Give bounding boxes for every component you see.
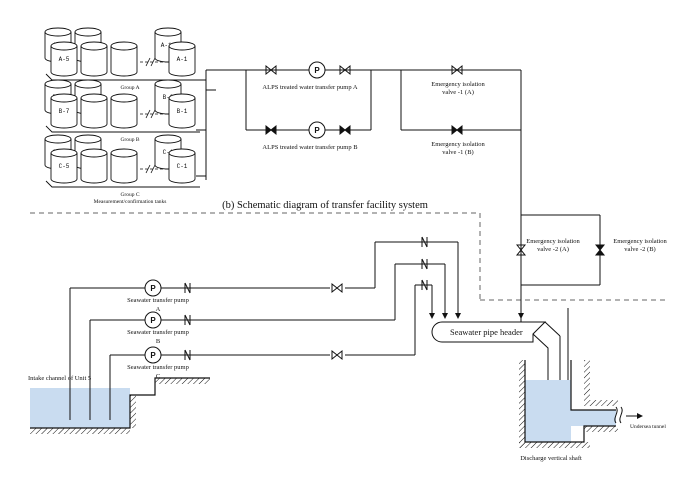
seawater-pump-c-label: Seawater transfer pump [127,364,189,371]
tank-label: B-1 [177,108,188,115]
group-c-label: Group C [120,192,139,198]
iso-valve-1a-icon [451,64,463,76]
seawater-pump-c-letter: C [156,373,160,380]
seawater-pump-b-label: Seawater transfer pump [127,329,189,336]
check-valve-icons [184,236,428,361]
diagram-subtitle: (b) Schematic diagram of transfer facili… [222,200,428,211]
tank: A-1 [168,41,196,77]
valve-open-icon [265,64,351,76]
tank: C-1 [168,148,196,184]
tank-label: B-7 [59,108,70,115]
iso-valve-1b-icon [451,124,463,136]
intake-hatch [30,428,130,434]
tank [110,148,138,184]
svg-text:P: P [150,284,156,293]
intake-label: Intake channel of Unit 5 [28,375,91,382]
svg-text:P: P [150,351,156,360]
tank [110,41,138,77]
valve-closed-icon [265,124,351,136]
seawater-pump-a-label: Seawater transfer pump [127,297,189,304]
tank: B-7 [50,93,78,129]
seawater-pump-c: P [144,346,162,364]
header-label: Seawater pipe header [450,327,523,337]
tank-outlet-piping [196,69,246,180]
tank-label: C-1 [163,149,174,156]
tank-label: A-1 [177,56,188,63]
tank [80,41,108,77]
tanks-caption: Measurement/confirmation tanks [94,198,167,205]
svg-text:P: P [314,126,320,135]
intake-water [30,388,130,428]
tunnel-break-icon [614,406,623,424]
tank: A-5 [50,41,78,77]
transfer-pump-a: P [308,61,326,79]
tank-label: A-5 [59,56,70,63]
tank: C-5 [50,148,78,184]
tank-group-a: A-6A-10A-5A-1 [44,27,200,81]
tank: B-1 [168,93,196,129]
group-b-label: Group B [120,137,139,143]
tank-group-b: B-6B-2B-7B-1 [44,79,200,133]
svg-text:P: P [150,316,156,325]
transfer-pump-a-label: ALPS treated water transfer pump A [262,84,357,91]
flow-arrows [429,300,524,319]
seawater-pump-a: P [144,279,162,297]
tank-label: A-10 [161,42,176,49]
iso-valve-2a-icon [515,244,527,256]
transfer-pump-b: P [308,121,326,139]
tank-label: C-1 [177,163,188,170]
seawater-pump-a-letter: A [156,306,161,313]
iso-valve-2-piping [520,214,601,328]
seawater-pipe-header [431,321,547,343]
group-a-label: Group A [120,85,139,91]
tank-label: C-5 [59,163,70,170]
tank [80,93,108,129]
seawater-valve-icons [331,282,343,361]
svg-text:P: P [314,66,320,75]
seawater-pump-b: P [144,311,162,329]
tank-group-c: C-5C-1C-5C-1 [44,134,200,188]
section-divider [30,212,665,301]
transfer-pump-b-label: ALPS treated water transfer pump B [262,144,358,151]
tank-label: B-2 [163,94,174,101]
discharge-label: Discharge vertical shaft [520,455,582,462]
tunnel-label: Undersea tunnel [630,424,666,430]
iso-valve-2b-icon [594,244,606,256]
seawater-pump-b-letter: B [156,338,161,345]
tank [80,148,108,184]
tank [110,93,138,129]
discharge-water [525,380,571,442]
